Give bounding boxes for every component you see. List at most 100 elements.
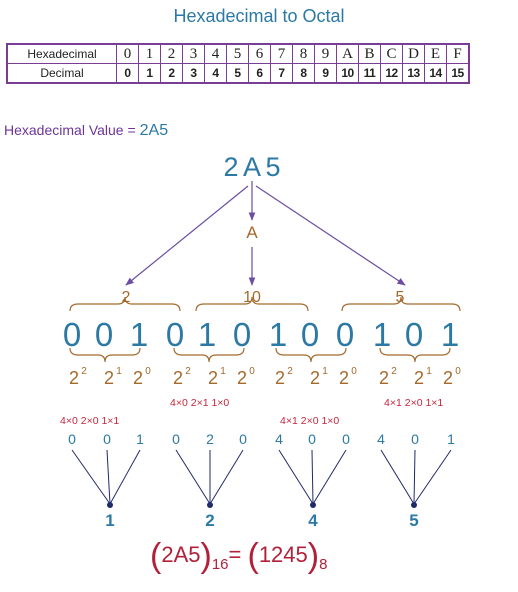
binary-bit: 0 (301, 316, 319, 353)
result-octal-base: 8 (319, 556, 328, 573)
binary-bit: 1 (130, 316, 148, 353)
converging-line (175, 449, 211, 505)
partial-value: 0 (103, 431, 111, 447)
result-hex-base: 16 (211, 556, 229, 573)
binary-bit: 0 (405, 316, 423, 353)
power-base: 2 (379, 368, 389, 388)
top-hex-digit: 2 (223, 152, 238, 182)
row-label-decimal: Decimal (6, 63, 117, 84)
octal-digit: 1 (105, 511, 114, 530)
converging-line (380, 449, 415, 505)
octal-digit: 2 (205, 511, 214, 530)
power-base: 2 (275, 368, 285, 388)
converging-line (106, 449, 111, 505)
result-hex: 2A5 (161, 542, 201, 567)
binary-bit: 0 (95, 316, 113, 353)
open-paren: ( (247, 537, 259, 575)
group-brace (69, 296, 181, 312)
binary-bit: 0 (166, 316, 184, 353)
group-value: 2 (122, 289, 131, 306)
decimal-cell: 10 (336, 63, 359, 84)
partial-value: 4 (377, 431, 385, 447)
result-equals: = (228, 542, 242, 567)
power-exponent: 1 (116, 366, 122, 377)
top-hex-digit: 5 (265, 152, 280, 182)
converging-line (311, 449, 314, 505)
binary-bit: 1 (441, 316, 459, 353)
power-exponent: 0 (455, 366, 461, 377)
converging-line (109, 449, 141, 505)
power-exponent: 2 (81, 366, 87, 377)
partial-value: 0 (342, 431, 350, 447)
power-exponent: 0 (351, 366, 357, 377)
binary-bit: 1 (373, 316, 391, 353)
decimal-cell: 15 (446, 63, 470, 84)
power-base: 2 (208, 368, 218, 388)
partial-value: 1 (136, 431, 144, 447)
power-base: 2 (69, 368, 79, 388)
arrow-to-group-1 (125, 185, 249, 286)
binary-bit: 0 (336, 316, 354, 353)
group-brace (341, 296, 461, 312)
row-label-hex: Hexadecimal (6, 43, 117, 64)
merge-point (411, 502, 417, 508)
octal-digit: 5 (409, 511, 418, 530)
power-base: 2 (414, 368, 424, 388)
decimal-cell: 6 (248, 63, 271, 84)
result-octal: 1245 (258, 542, 308, 567)
binary-bit: 0 (63, 316, 81, 353)
partial-value: 0 (308, 431, 316, 447)
converging-line (278, 449, 314, 505)
binary-bit: 1 (269, 316, 287, 353)
bit-brace (69, 347, 141, 363)
converging-line (413, 449, 416, 505)
weight-calculation: 4×0 2×0 1×1 (60, 415, 119, 427)
open-paren: ( (150, 537, 162, 575)
partial-value: 1 (447, 431, 455, 447)
converging-line (312, 449, 347, 505)
group-value: 5 (396, 289, 405, 306)
weight-calculation: 4×0 2×1 1×0 (170, 397, 229, 409)
top-hex-digit: A (243, 152, 261, 182)
merge-point (207, 502, 213, 508)
power-exponent: 2 (287, 366, 293, 377)
binary-bit: 0 (233, 316, 251, 353)
power-exponent: 2 (391, 366, 397, 377)
partial-value: 0 (239, 431, 247, 447)
group-brace (195, 296, 309, 312)
power-exponent: 0 (145, 366, 151, 377)
merge-point (107, 502, 113, 508)
power-exponent: 1 (426, 366, 432, 377)
hex-value-line: Hexadecimal Value =2A5 (4, 122, 168, 140)
close-paren: ) (307, 537, 320, 575)
arrow-to-group-3 (255, 185, 406, 286)
partial-value: 0 (411, 431, 419, 447)
merge-point (310, 502, 316, 508)
result-equation: (2A5)16= (1245)8 (150, 537, 327, 576)
binary-bit: 1 (198, 316, 216, 353)
page-title: Hexadecimal to Octal (173, 6, 345, 26)
partial-value: 2 (206, 431, 214, 447)
converging-line (209, 449, 244, 505)
partial-value: 0 (68, 431, 76, 447)
hex-value: 2A5 (139, 122, 169, 139)
partial-value: 0 (172, 431, 180, 447)
weight-calculation: 4×1 2×0 1×0 (280, 415, 339, 427)
partial-value: 4 (275, 431, 283, 447)
weight-calculation: 4×1 2×0 1×1 (384, 397, 443, 409)
power-exponent: 2 (185, 366, 191, 377)
hex-value-label: Hexadecimal Value = (4, 122, 136, 138)
power-base: 2 (310, 368, 320, 388)
power-base: 2 (339, 368, 349, 388)
bit-brace (275, 347, 347, 363)
octal-digit: 4 (308, 511, 318, 530)
middle-hex-label: A (246, 223, 258, 242)
power-exponent: 0 (249, 366, 255, 377)
decimal-cell: 1 (138, 63, 161, 84)
hex-cell: E (424, 43, 447, 64)
